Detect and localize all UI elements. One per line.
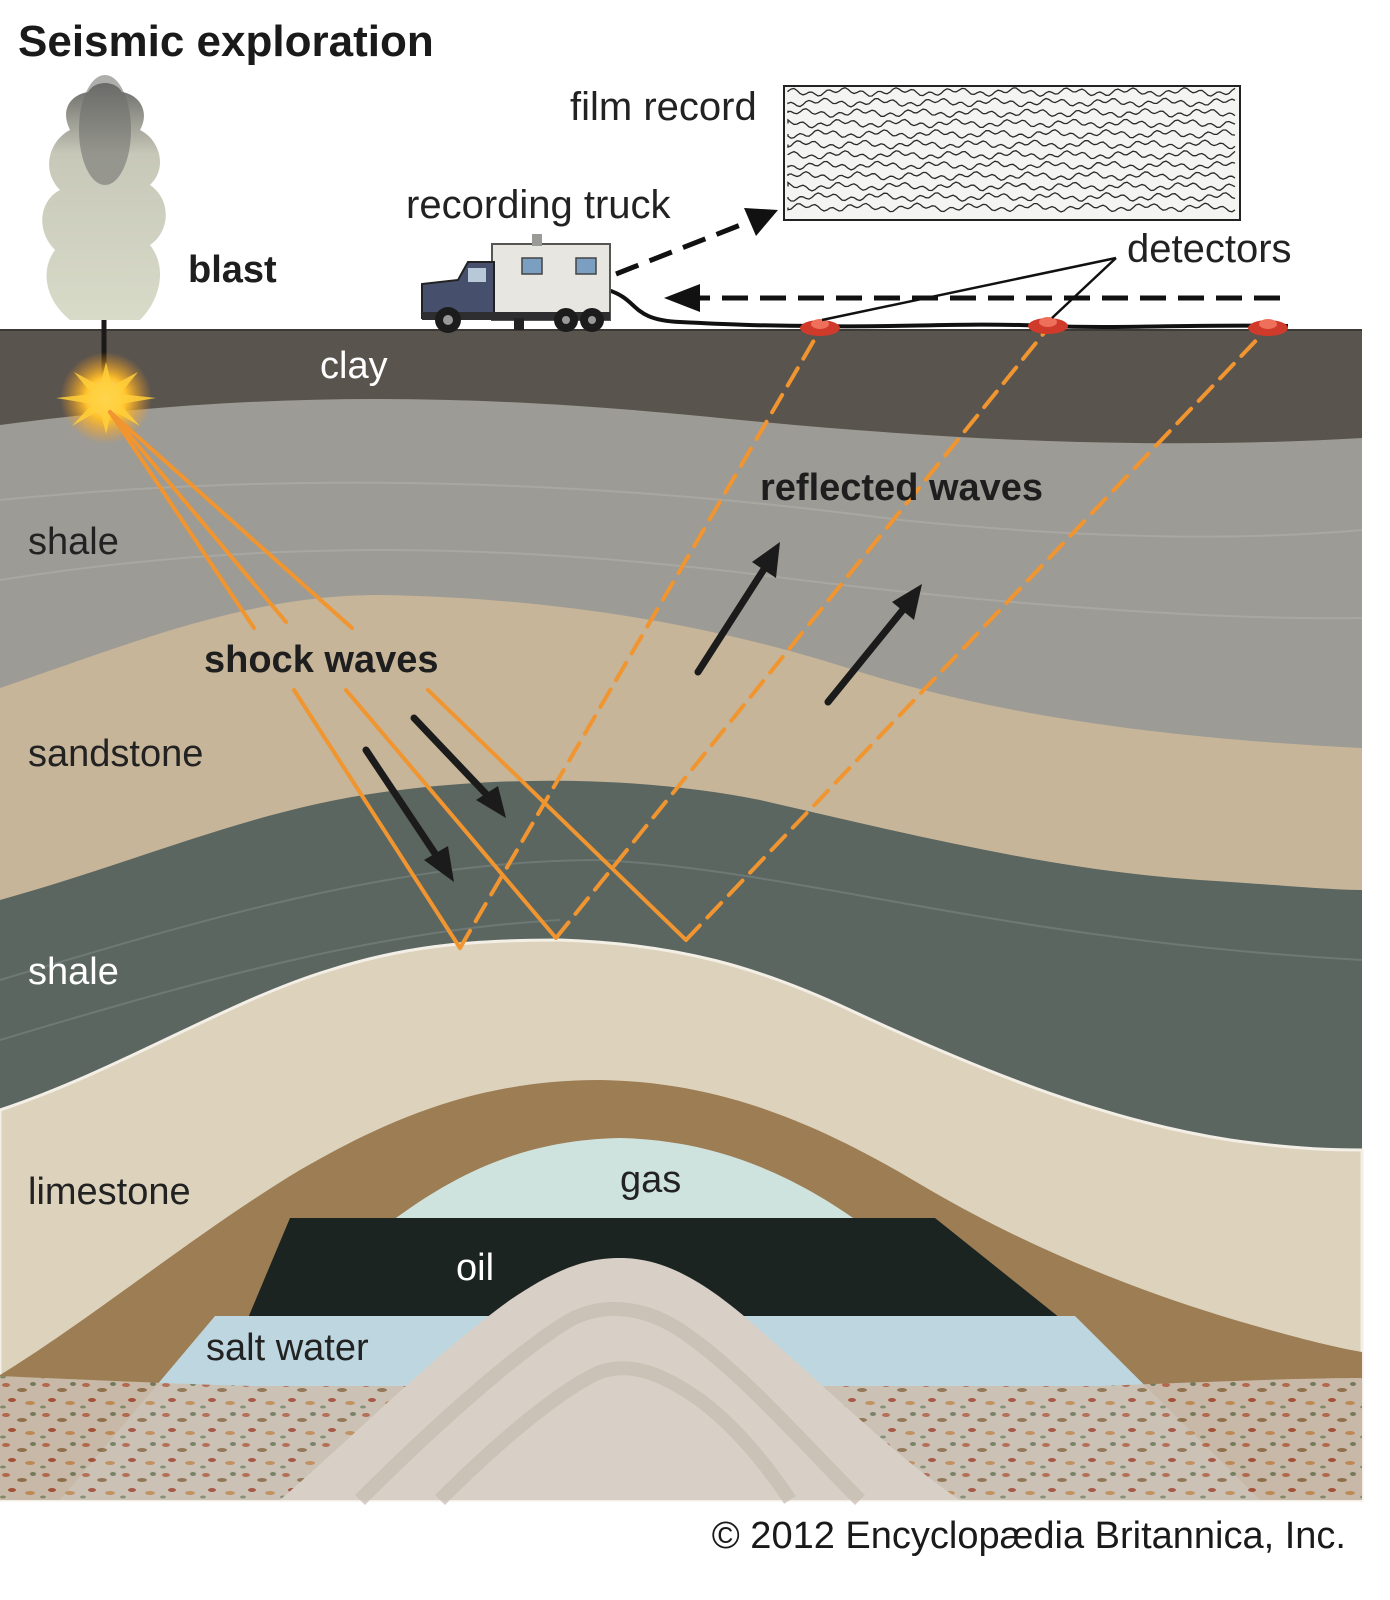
label-detectors: detectors bbox=[1127, 227, 1292, 271]
truck-window bbox=[522, 258, 542, 274]
detectors-leader-lines bbox=[822, 258, 1116, 320]
copyright-credit: © 2012 Encyclopædia Britannica, Inc. bbox=[712, 1515, 1346, 1557]
detector-3 bbox=[1248, 319, 1288, 336]
label-blast: blast bbox=[188, 249, 277, 291]
label-reflected-waves: reflected waves bbox=[760, 467, 1043, 509]
label-shale-upper: shale bbox=[28, 521, 119, 563]
label-gas: gas bbox=[620, 1159, 681, 1201]
film-record bbox=[784, 86, 1240, 220]
blast-smoke-plume bbox=[42, 75, 165, 320]
label-shock-waves: shock waves bbox=[204, 639, 438, 681]
detector-2 bbox=[1028, 317, 1068, 334]
label-oil: oil bbox=[456, 1247, 494, 1289]
detector-1 bbox=[800, 319, 840, 336]
label-clay: clay bbox=[320, 345, 388, 387]
label-limestone: limestone bbox=[28, 1171, 191, 1213]
label-recording-truck: recording truck bbox=[406, 183, 672, 227]
label-film-record: film record bbox=[570, 85, 757, 129]
truck-window bbox=[576, 258, 596, 274]
recording-truck bbox=[422, 234, 610, 333]
label-sandstone: sandstone bbox=[28, 733, 203, 775]
label-shale-lower: shale bbox=[28, 951, 119, 993]
diagram-title: Seismic exploration bbox=[18, 17, 434, 66]
label-salt-water: salt water bbox=[206, 1327, 369, 1369]
